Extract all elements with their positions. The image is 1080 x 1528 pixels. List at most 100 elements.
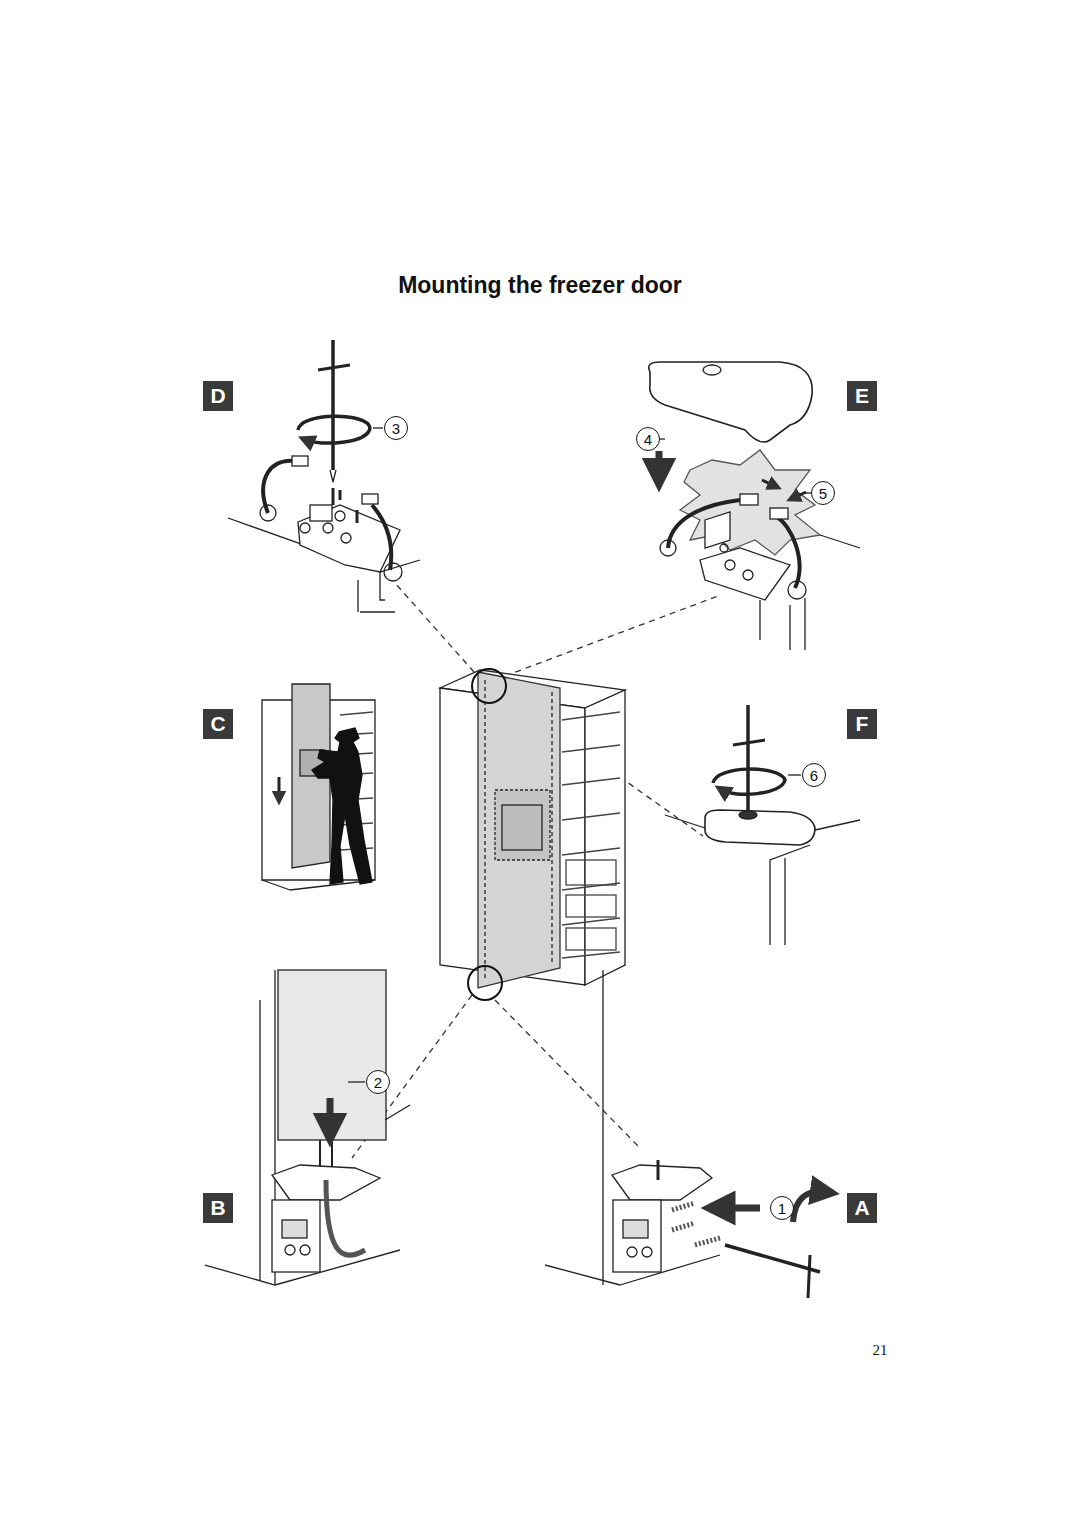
illustration-part xyxy=(495,1000,640,1148)
illustration-part xyxy=(551,692,552,965)
panel-letter-text: D xyxy=(210,384,225,408)
illustration-part xyxy=(282,1220,307,1238)
illustration-part xyxy=(623,1220,648,1238)
illustration-part xyxy=(672,1223,695,1230)
hinge-bolts xyxy=(545,970,825,1298)
illustration-part xyxy=(362,494,378,504)
illustration-part xyxy=(700,548,790,600)
illustration-part xyxy=(341,533,351,543)
illustration-part xyxy=(298,505,400,572)
panel-letter-text: C xyxy=(210,712,225,736)
illustration-part xyxy=(356,510,359,523)
illustration-part xyxy=(385,1105,410,1120)
illustration-part xyxy=(718,1205,760,1212)
callout-text: 5 xyxy=(819,485,827,502)
illustration-part xyxy=(380,572,385,600)
illustration-part xyxy=(739,811,757,819)
illustration-part xyxy=(348,1081,365,1082)
illustration-part xyxy=(272,1200,320,1272)
illustration-part xyxy=(562,712,620,720)
illustration-part xyxy=(263,461,300,513)
callout-text: 6 xyxy=(810,767,818,784)
illustration-part xyxy=(770,508,788,519)
illustration-part xyxy=(327,1098,334,1130)
illustration-part xyxy=(562,813,620,820)
illustration-part xyxy=(259,1000,260,1280)
door-on-pin xyxy=(205,970,410,1285)
illustration-part xyxy=(372,505,391,570)
illustration-part xyxy=(332,488,335,505)
illustration-part xyxy=(672,1203,695,1210)
illustration-part xyxy=(472,669,506,703)
illustration-part xyxy=(298,416,370,443)
illustration-part xyxy=(331,340,335,470)
illustration-part xyxy=(733,740,765,745)
callout-number: 2 xyxy=(366,1070,390,1094)
illustration-part xyxy=(373,427,383,428)
hinge-cover-fitting xyxy=(649,362,860,650)
illustration-part xyxy=(784,858,785,945)
illustration-part xyxy=(770,845,810,945)
illustration-part xyxy=(705,512,730,548)
illustration-part xyxy=(627,1247,637,1257)
illustration-part xyxy=(562,745,620,752)
illustration-part xyxy=(505,596,718,676)
illustration-part xyxy=(657,1160,660,1180)
page-number: 21 xyxy=(873,1342,888,1359)
illustration-part xyxy=(562,952,620,958)
illustration-part xyxy=(740,494,758,505)
callout-text: 2 xyxy=(374,1074,382,1091)
illustration-part xyxy=(545,1265,620,1285)
illustration-part xyxy=(262,880,290,890)
illustration-part xyxy=(695,1238,720,1245)
illustration-part xyxy=(360,611,395,612)
illustration-part xyxy=(793,492,806,498)
illustration-part xyxy=(649,362,812,442)
illustration-part xyxy=(703,365,721,375)
illustration-part xyxy=(395,583,474,672)
dashed-leaders xyxy=(352,583,718,1158)
callout-text: 4 xyxy=(644,431,652,448)
illustration-part xyxy=(566,928,616,950)
illustration-part xyxy=(668,500,740,548)
illustration-part xyxy=(278,777,281,798)
illustration-part xyxy=(642,1247,652,1257)
illustration-part xyxy=(804,598,805,650)
illustration-part xyxy=(339,490,342,500)
illustration-part xyxy=(656,451,663,475)
illustration-part xyxy=(335,511,345,521)
panel-letter-text: A xyxy=(854,1196,869,1220)
illustration-part xyxy=(278,970,386,1140)
callout-number: 6 xyxy=(802,763,826,787)
illustration-part xyxy=(326,1180,365,1255)
illustration-part xyxy=(562,883,620,890)
illustration-part xyxy=(562,918,620,925)
illustration-part xyxy=(484,680,485,980)
illustration-part xyxy=(602,970,603,1285)
illustration-part xyxy=(725,560,735,570)
illustration-part xyxy=(468,966,502,1000)
person-fitting-door xyxy=(262,684,375,890)
illustration-part xyxy=(566,860,616,885)
illustration-part xyxy=(713,769,785,794)
illustration-part xyxy=(312,728,372,884)
callout-text: 3 xyxy=(392,420,400,437)
callout-number: 1 xyxy=(770,1196,794,1220)
page-title: Mounting the freezer door xyxy=(398,272,682,299)
illustration-part xyxy=(562,848,620,855)
illustration-part xyxy=(613,1200,661,1272)
illustration-part xyxy=(789,605,790,650)
illustration-part xyxy=(285,1245,295,1255)
illustration-part xyxy=(566,895,616,917)
panel-letter-text: B xyxy=(210,1196,225,1220)
illustration-part xyxy=(330,470,336,482)
panel-letter-text: E xyxy=(855,384,869,408)
illustration-part xyxy=(665,815,705,828)
panel-letter: E xyxy=(847,381,877,411)
callout-number: 3 xyxy=(384,416,408,440)
illustration-part xyxy=(788,774,801,775)
illustration-part xyxy=(705,810,815,845)
